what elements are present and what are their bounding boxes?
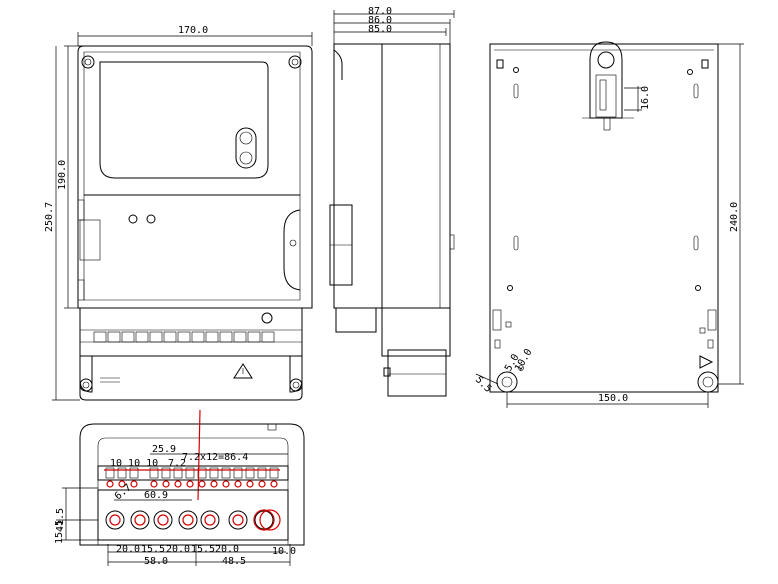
- terminal-width-label: 60.9: [144, 490, 168, 501]
- terminal-hole-label: 6.7: [113, 482, 134, 502]
- back-width-label: 150.0: [598, 393, 628, 404]
- offset-right-label: 10.0: [272, 546, 296, 557]
- terminal-pitch-label: 25.9: [152, 444, 176, 455]
- side-depth-3-label: 85.0: [368, 24, 392, 35]
- terminal-view: 25.9 7.2x12=86.4 7.2 10 10 10 60.9 6.7 4…: [54, 409, 305, 567]
- terminal-span-label: 7.2x12=86.4: [182, 452, 248, 463]
- spacing-4-label: 15.5: [191, 544, 215, 555]
- back-height-label: 240.0: [729, 202, 740, 232]
- front-total-height-label: 250.7: [44, 202, 55, 232]
- terminal-small-pitch: 7.2: [168, 458, 186, 469]
- front-width-label: 170.0: [178, 25, 208, 36]
- total-right-label: 48.5: [222, 556, 246, 567]
- back-view: 16.0 5.5 5.0 10.0 240.0: [473, 41, 744, 408]
- terminal-group-pitch: 10 10 10: [110, 458, 158, 469]
- spacing-5-label: 20.0: [215, 544, 239, 555]
- spacing-3-label: 20.0: [166, 544, 190, 555]
- hook-dim-label: 16.0: [640, 86, 651, 110]
- side-depth-1-label: 87.0: [368, 6, 392, 17]
- spacing-1-label: 20.0: [116, 544, 140, 555]
- side-view: 87.0 86.0 85.0: [329, 6, 455, 397]
- side-depth-2-label: 86.0: [368, 15, 392, 26]
- front-height-label: 190.0: [57, 160, 68, 190]
- total-left-label: 58.0: [144, 556, 168, 567]
- terminal-height-b: 15.5: [54, 520, 65, 544]
- front-view: 170.0 190.0 250.7: [44, 25, 313, 401]
- spacing-2-label: 15.5: [141, 544, 165, 555]
